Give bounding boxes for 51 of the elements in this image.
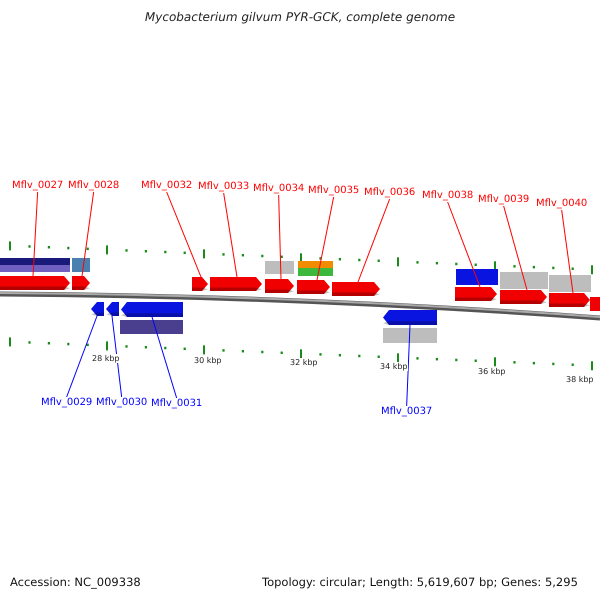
gene-label: Mflv_0027 [12,180,64,192]
gene-feature [297,280,330,294]
diagram-title: Mycobacterium gilvum PYR-GCK, complete genome [144,10,456,24]
scale-label: 28 kbp [92,354,120,363]
leader-line [278,194,282,280]
gene-label: Mflv_0036 [364,187,416,199]
leader-line [112,316,122,398]
leader-line [447,202,480,288]
leader-line [503,206,528,290]
leader-line [316,196,334,280]
gene-label: Mflv_0039 [478,194,530,206]
leader-line [152,316,178,398]
gene-label: Mflv_0038 [422,190,474,202]
gene-label: Mflv_0028 [68,180,120,192]
gene-feature [332,282,380,296]
accession-text: Accession: NC_009338 [10,575,141,589]
leader-line [66,316,98,398]
gene-label: Mflv_0040 [536,198,588,210]
gene-feature [192,277,208,291]
gene-feature [265,279,294,293]
gene-feature [549,293,590,307]
leader-line [166,192,202,278]
scale-label: 30 kbp [194,356,222,365]
gene-feature [91,302,104,316]
gene-label: Mflv_0035 [308,185,360,197]
gene-label: Mflv_0032 [141,180,192,192]
gene-label: Mflv_0037 [381,406,432,418]
scale-label: 38 kbp [566,375,594,384]
leader-line [223,192,238,278]
gene-feature [0,276,70,290]
gene-label: Mflv_0034 [253,183,304,195]
gene-feature [500,290,547,304]
gene-feature [455,287,497,301]
gene-label: Mflv_0030 [96,397,148,409]
scale-label: 32 kbp [290,358,318,367]
gene-label: Mflv_0029 [41,397,92,409]
leader-line [82,192,94,276]
gene-feature [383,310,437,325]
scale-label: 34 kbp [380,362,408,371]
leader-line [32,192,38,276]
genome-summary-text: Topology: circular; Length: 5,619,607 bp; Genes: 5,295 [262,575,578,589]
gene-feature [72,276,90,290]
leader-line [406,324,410,406]
gene-label: Mflv_0033 [198,181,250,193]
leader-line [358,198,390,282]
gene-label: Mflv_0031 [151,398,202,410]
gene-feature [210,277,262,291]
leader-line [561,210,574,294]
gene-feature [106,302,119,316]
scale-label: 36 kbp [478,367,506,376]
gene-feature [121,302,183,317]
